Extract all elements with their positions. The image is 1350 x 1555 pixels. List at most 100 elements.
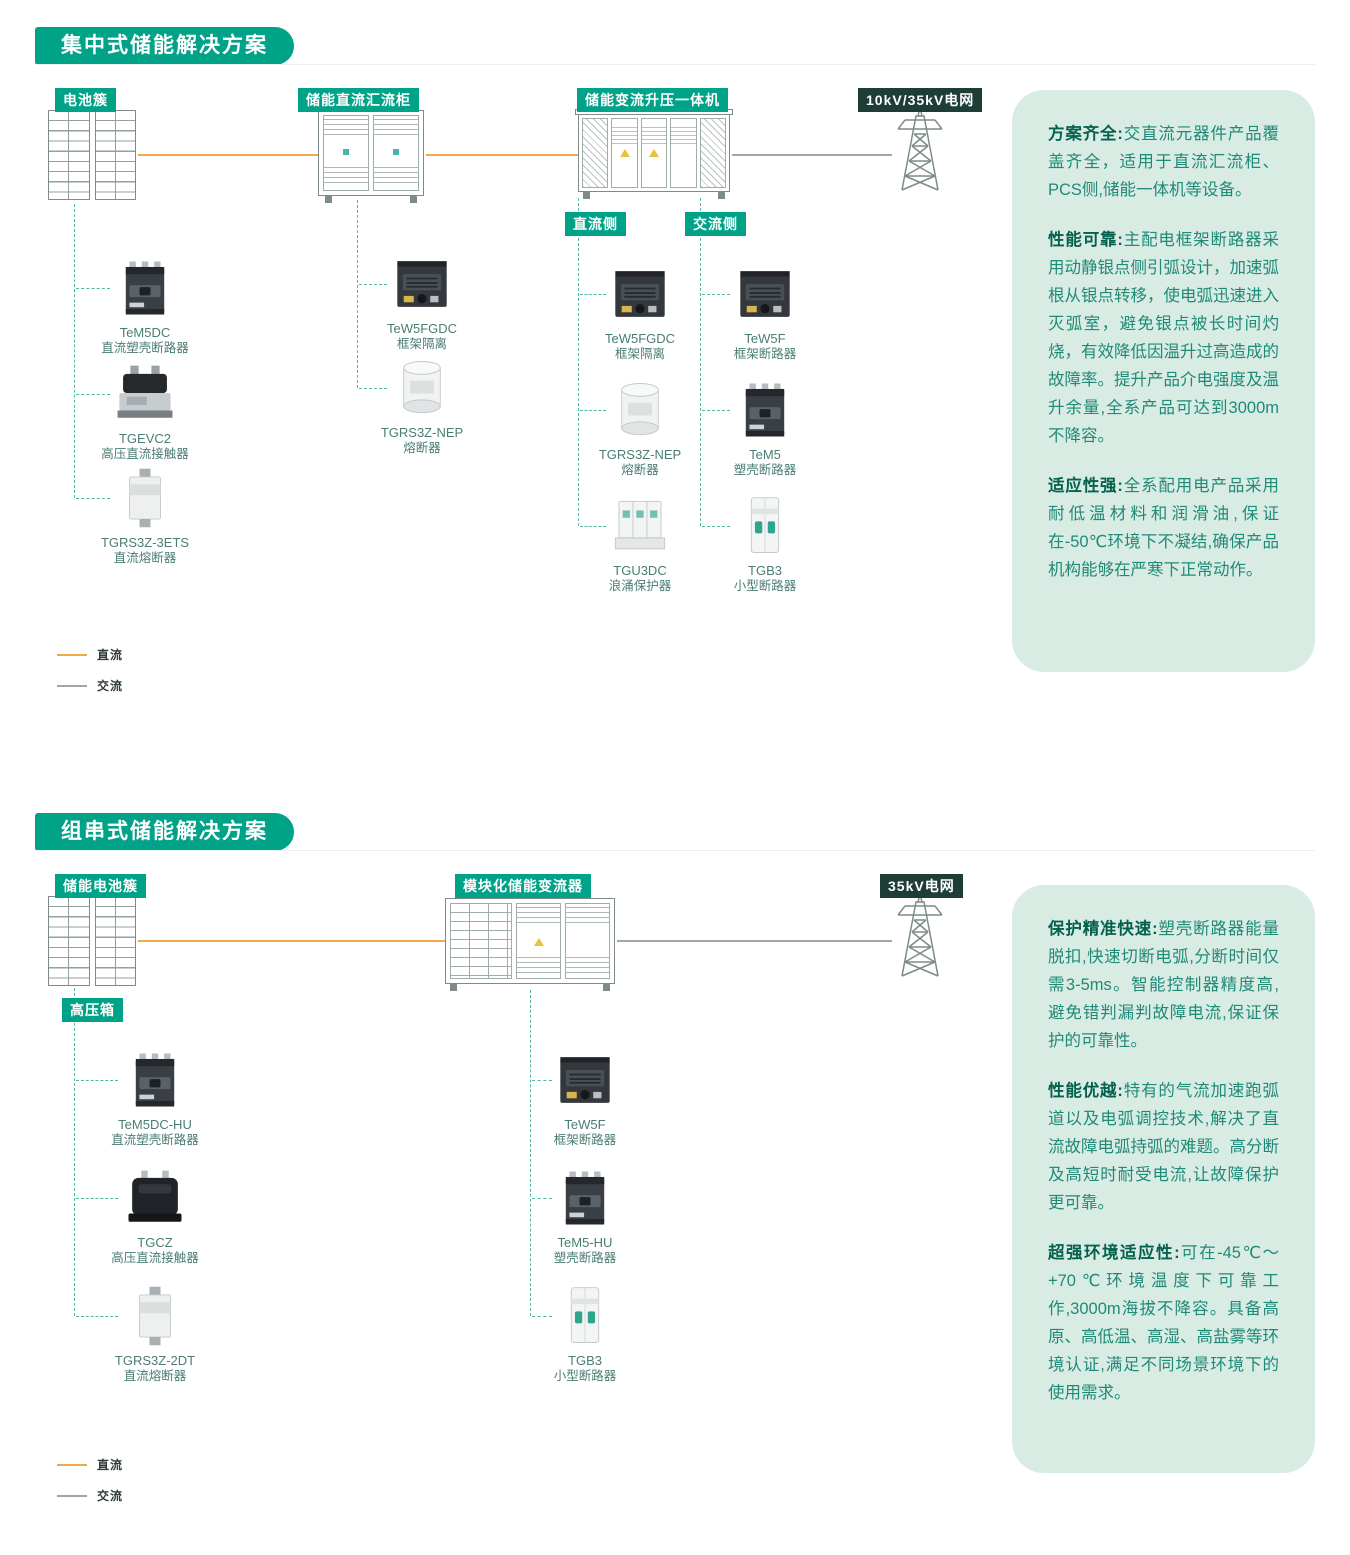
info-body: 塑壳断路器能量脱扣,快速切断电弧,分断时间仅需3-5ms。智能控制器精度高,避免… [1048, 920, 1280, 1050]
dashed-branch-line [359, 284, 387, 285]
product-tew5f: TeW5F 框架断路器 [717, 262, 813, 363]
modular-converter-illustration [445, 898, 615, 991]
section2-header: 组串式储能解决方案 [35, 813, 294, 851]
dashed-branch-line [532, 1080, 552, 1081]
dc-connection-line [426, 154, 578, 156]
dashed-branch-line [76, 1316, 118, 1317]
product-desc: 小型断路器 [553, 1369, 617, 1384]
acb-product-image [559, 1056, 611, 1104]
product-desc: 高压直流接触器 [101, 447, 189, 462]
info-lead: 方案齐全: [1048, 125, 1123, 143]
product-desc: 框架隔离 [396, 337, 447, 352]
product-desc: 熔断器 [403, 441, 441, 456]
product-tew5f-s2: TeW5F 框架断路器 [537, 1048, 633, 1149]
product-model: TGCZ [137, 1235, 173, 1250]
product-desc: 框架隔离 [614, 347, 665, 362]
product-tem5-hu: TeM5-HU 塑壳断路器 [537, 1166, 633, 1267]
product-model: TGRS3Z-NEP [598, 447, 682, 462]
legend-ac: 交流 [57, 677, 123, 694]
product-model: TeW5FGDC [604, 331, 676, 346]
product-tgcz: TGCZ 高压直流接触器 [107, 1166, 203, 1267]
section2-header-rule [35, 850, 1315, 851]
battery-tower [94, 110, 136, 200]
mccb-product-image [745, 383, 785, 437]
section1-info-panel: 方案齐全:交直流元器件产品覆盖齐全，适用于直流汇流柜、PCS侧,储能一体机等设备… [1012, 90, 1315, 672]
product-tgb3: TGB3 小型断路器 [717, 494, 813, 595]
section1-header: 集中式储能解决方案 [35, 27, 294, 65]
converter-door [565, 903, 610, 979]
product-tem5: TeM5 塑壳断路器 [717, 378, 813, 479]
product-tew5fgdc: TeW5FGDC 框架隔离 [374, 252, 470, 353]
dashed-branch-line [580, 526, 606, 527]
contactor-product-image [117, 365, 173, 418]
product-desc: 塑壳断路器 [553, 1251, 617, 1266]
product-tgrs3z-2dt: TGRS3Z-2DT 直流熔断器 [107, 1284, 203, 1385]
product-model: TeW5F [744, 331, 786, 346]
info-paragraph: 性能优越:特有的气流加速跑弧道以及电弧调控技术,解决了直流故障电弧持弧的难题。高… [1048, 1077, 1279, 1217]
info-paragraph: 适应性强:全系配用电产品采用耐低温材料和润滑油,保证在-50℃环境下不凝结,确保… [1048, 472, 1279, 584]
info-lead: 保护精准快速: [1048, 920, 1158, 938]
product-model: TGB3 [748, 563, 782, 578]
product-tgu3dc: TGU3DC 浪涌保护器 [592, 494, 688, 595]
mcb-product-image [570, 1287, 600, 1343]
door-mark [343, 148, 349, 155]
ac-connection-line [732, 154, 892, 156]
mccb-product-image [125, 261, 165, 315]
dashed-branch-line [702, 294, 730, 295]
product-tgrs3z-3ets: TGRS3Z-3ETS 直流熔断器 [97, 466, 193, 567]
info-body: 主配电框架断路器采用动静银点侧引弧设计，加速弧根从银点转移，使电弧迅速进入灭弧室… [1048, 231, 1280, 445]
info-lead: 性能优越: [1048, 1082, 1123, 1100]
product-model: TGB3 [568, 1353, 602, 1368]
dc-line-swatch [57, 653, 87, 656]
product-model: TGRS3Z-NEP [380, 425, 464, 440]
product-tem5dc: TeM5DC 直流塑壳断路器 [97, 256, 193, 357]
product-model: TGRS3Z-2DT [114, 1353, 196, 1368]
product-desc: 浪涌保护器 [608, 579, 672, 594]
battery-tower [48, 110, 90, 200]
battery-cluster-illustration [48, 110, 136, 200]
product-desc: 直流塑壳断路器 [101, 341, 189, 356]
spd-product-image [614, 500, 666, 550]
dashed-drop-line [74, 988, 75, 1316]
info-body: 可在-45℃～+70℃环境温度下可靠工作,3000m海拔不降容。具备高原、高低温… [1048, 1244, 1279, 1402]
dc-connection-line [138, 154, 318, 156]
converter-base [450, 984, 610, 991]
product-model: TeM5 [749, 447, 781, 462]
product-tem5dc-hu: TeM5DC-HU 直流塑壳断路器 [107, 1048, 203, 1149]
legend-dc: 直流 [57, 1456, 123, 1473]
product-desc: 直流熔断器 [123, 1369, 187, 1384]
acb-product-image [614, 270, 666, 318]
dashed-branch-line [76, 288, 110, 289]
cabinet-door [323, 115, 369, 191]
dashed-branch-line [702, 410, 730, 411]
product-tgb3-s2: TGB3 小型断路器 [537, 1284, 633, 1385]
mccb-product-image [135, 1053, 175, 1107]
converter-door [611, 118, 638, 188]
warning-triangle-icon [649, 149, 660, 157]
fuse-product-image [138, 1286, 172, 1346]
battery-tower [94, 896, 136, 986]
node-label-grid-35kv: 35kV电网 [880, 874, 963, 898]
dashed-branch-line [702, 526, 730, 527]
product-model: TGU3DC [613, 563, 667, 578]
dashed-drop-line [700, 198, 701, 526]
product-desc: 高压直流接触器 [111, 1251, 199, 1266]
acb-product-image [396, 260, 448, 308]
battery-tower [48, 896, 90, 986]
product-desc: 直流塑壳断路器 [111, 1133, 199, 1148]
info-lead: 性能可靠: [1048, 231, 1123, 249]
door-mark [393, 148, 399, 155]
product-model: TeM5DC [119, 325, 171, 340]
ac-connection-line [617, 940, 892, 942]
legend-dc-label: 直流 [97, 1458, 124, 1472]
section1-title: 集中式储能解决方案 [61, 34, 268, 57]
converter-module-stack [450, 903, 512, 979]
mcb-product-image [750, 497, 780, 553]
info-paragraph: 超强环境适应性:可在-45℃～+70℃环境温度下可靠工作,3000m海拔不降容。… [1048, 1239, 1279, 1407]
node-label-grid: 10kV/35kV电网 [858, 88, 983, 112]
info-body: 全系配用电产品采用耐低温材料和润滑油,保证在-50℃环境下不凝结,确保产品机构能… [1048, 477, 1280, 579]
warning-triangle-icon [533, 938, 544, 946]
product-model: TeW5FGDC [386, 321, 458, 336]
product-model: TeW5F [564, 1117, 606, 1132]
